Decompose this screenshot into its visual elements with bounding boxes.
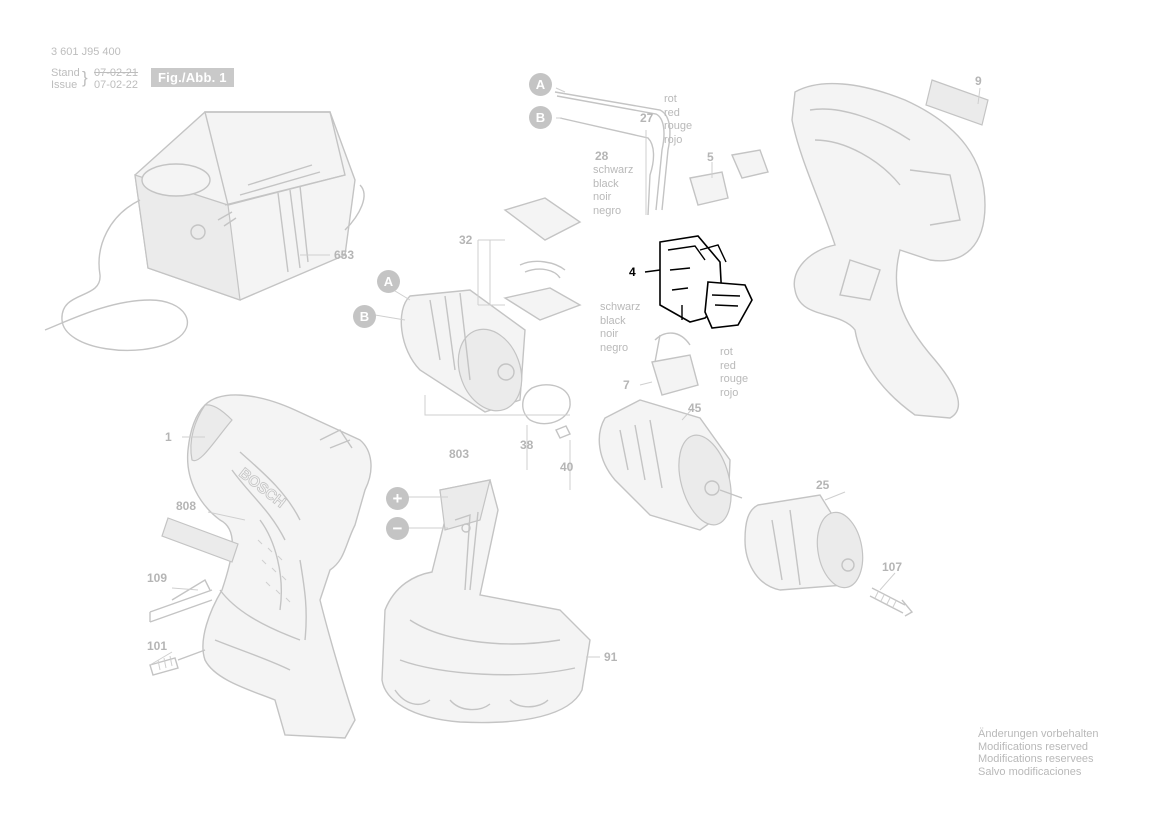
wire-color-black-28: schwarz black noir negro — [593, 164, 633, 218]
color-fr: rouge — [720, 373, 749, 385]
callout-91: 91 — [604, 650, 618, 664]
wire-color-red-7: rot red rouge rojo — [720, 346, 748, 400]
note-fr: Modifications reservees — [978, 753, 1094, 765]
color-es: rojo — [720, 386, 739, 399]
issue-date: 07-02-22 — [94, 79, 139, 91]
terminal-minus: − — [386, 517, 409, 540]
color-fr: noir — [600, 328, 619, 340]
issue-label: Issue — [51, 79, 78, 91]
color-es: negro — [593, 204, 622, 217]
color-de: rot — [664, 93, 677, 105]
switch-4-drawing — [659, 235, 753, 329]
color-en: black — [600, 314, 626, 327]
drill-body-drawing: BOSCH — [186, 394, 372, 739]
callout-653: 653 — [334, 248, 355, 262]
brace-glyph: } — [82, 68, 88, 87]
callout-45: 45 — [688, 401, 702, 415]
clips-32-drawing — [477, 197, 582, 321]
terminal-plus: + — [386, 487, 409, 510]
callout-101: 101 — [147, 639, 168, 653]
note-es: Salvo modificaciones — [978, 765, 1082, 778]
color-es: negro — [600, 341, 629, 354]
callout-38: 38 — [520, 438, 534, 452]
part-7-drawing — [651, 332, 699, 396]
connector-b-top: B — [529, 106, 552, 129]
callout-803: 803 — [449, 447, 470, 461]
color-de: schwarz — [593, 164, 634, 176]
callout-28: 28 — [595, 149, 609, 163]
modifications-note: Änderungen vorbehalten Modifications res… — [978, 728, 1098, 778]
callout-9: 9 — [975, 74, 982, 88]
housing-shell-drawing — [791, 79, 989, 419]
callout-5: 5 — [707, 150, 714, 164]
wire-color-black-7: schwarz black noir negro — [600, 301, 640, 355]
chuck-drawing — [744, 494, 864, 591]
connector-a-motor: A — [377, 270, 400, 293]
callout-25: 25 — [816, 478, 830, 492]
callout-1: 1 — [165, 430, 172, 444]
leader-lines — [149, 87, 981, 666]
screw-107-drawing — [869, 587, 914, 617]
note-en: Modifications reserved — [978, 740, 1089, 753]
note-de: Änderungen vorbehalten — [978, 728, 1099, 740]
small-parts-left — [149, 517, 239, 676]
figure-label: Fig./Abb. 1 — [151, 68, 234, 87]
motor-drawing — [400, 289, 571, 490]
color-es: rojo — [664, 133, 683, 146]
callout-27: 27 — [640, 111, 654, 125]
callout-109: 109 — [147, 571, 168, 585]
wire-color-red-27: rot red rouge rojo — [664, 93, 692, 147]
callout-808: 808 — [176, 499, 197, 513]
connector-b-motor: B — [353, 305, 376, 328]
connector-a-top: A — [529, 73, 552, 96]
color-en: red — [664, 106, 680, 119]
old-date: 07-02-21 — [94, 67, 139, 79]
color-en: black — [593, 177, 619, 190]
battery-drawing — [381, 479, 591, 724]
color-fr: noir — [593, 191, 612, 203]
callout-40: 40 — [560, 460, 574, 474]
color-fr: rouge — [664, 120, 693, 132]
color-en: red — [720, 359, 736, 372]
callout-7: 7 — [623, 378, 630, 392]
color-de: schwarz — [600, 301, 641, 313]
part-5-drawing — [689, 149, 769, 206]
stand-label: Stand — [51, 67, 80, 79]
gearbox-drawing — [598, 399, 743, 531]
charger-drawing — [44, 111, 365, 352]
callout-32: 32 — [459, 233, 473, 247]
callout-4: 4 — [629, 265, 636, 279]
part-number: 3 601 J95 400 — [51, 46, 121, 58]
wires-drawing — [554, 91, 671, 216]
color-de: rot — [720, 346, 733, 358]
callout-107: 107 — [882, 560, 903, 574]
